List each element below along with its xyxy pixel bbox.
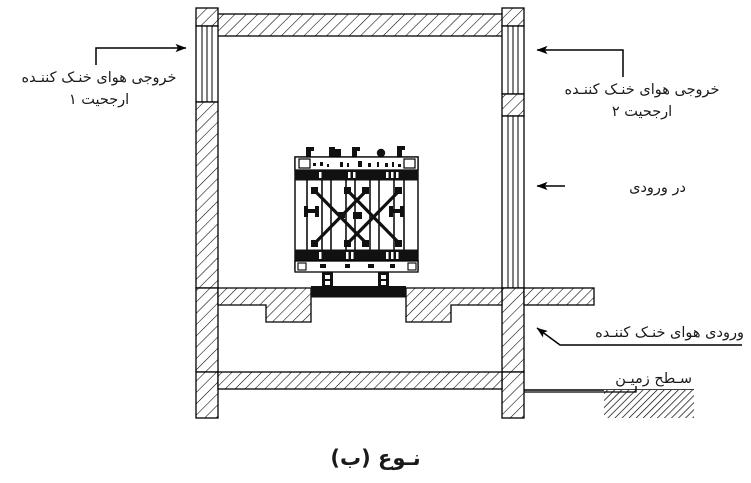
label-cooling-air-outlet-2-line1: خروجی هوای خنـک کننـده (564, 82, 720, 98)
label-entry-door: در ورودی (629, 180, 686, 196)
transformer-tap-links (304, 206, 404, 217)
leader-outlet-2 (536, 45, 624, 77)
dry-type-transformer (294, 146, 419, 292)
label-ground-level: سـطح زمیـن (615, 371, 692, 387)
ground-level-hatch (524, 389, 694, 418)
roof-slab (215, 13, 521, 37)
lower-floor-slab (217, 371, 503, 390)
mid-floor-slab (217, 287, 595, 323)
leader-inlet (536, 327, 742, 346)
label-cooling-air-outlet-2: خروجی هوای خنـک کننـده ارجحیت ۲ (538, 80, 746, 124)
figure-caption: نـوع (ب) (330, 446, 421, 470)
label-cooling-air-outlet-1: خروجی هوای خنـک کننـده ارجحیت ۱ (4, 68, 194, 112)
leader-ground (524, 386, 637, 393)
transformer-rollers (322, 272, 389, 287)
label-cooling-air-outlet-1-line2: ارجحیت ۱ (68, 91, 130, 108)
leader-outlet-1 (95, 43, 187, 65)
label-cooling-air-outlet-2-line2: ارجحیت ۲ (611, 103, 673, 120)
label-cooling-air-inlet: ورودی هوای خنـک کننـده (595, 325, 744, 341)
transformer-hv-bushings (306, 146, 405, 158)
transformer-top-detail (313, 161, 401, 167)
label-cooling-air-outlet-1-line1: خروجی هوای خنـک کننـده (21, 70, 177, 86)
transformer-base-rail (311, 286, 406, 292)
right-wall (501, 7, 525, 419)
left-wall (195, 7, 219, 419)
